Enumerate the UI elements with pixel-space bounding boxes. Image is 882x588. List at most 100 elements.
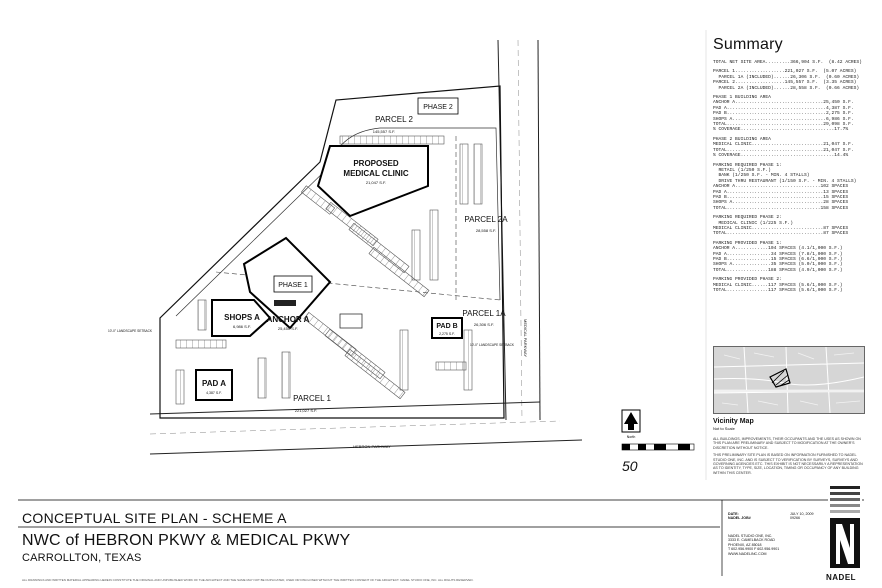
summary-line: % COVERAGE..............................… xyxy=(713,153,849,159)
summary-panel: Summary TOTAL NET SITE AREA.........366,… xyxy=(713,36,875,297)
job-label: NADEL JOB# xyxy=(728,516,751,521)
note-2: THIS PRELIMINARY SITE PLAN IS BASED ON I… xyxy=(713,453,863,475)
label-setback-right: 10'-0" LANDSCAPE SETBACK xyxy=(470,343,515,347)
summary-line: SHOPS A.................................… xyxy=(713,116,854,122)
summary-line: PARKING REQUIRED PHASE 1: xyxy=(713,162,782,168)
summary-line: PAD B................15 SPACES (6.6/1,00… xyxy=(713,257,843,262)
date-value: JULY 10, 2009 xyxy=(790,512,814,516)
copyright-disclaimer: ALL DRAWINGS AND WRITTEN MATERIAL APPEAR… xyxy=(22,578,474,582)
summary-line: RETAIL (1/250 S.F.) xyxy=(713,167,771,173)
label-parcel-1-area: 221,027 S.F. xyxy=(295,408,317,413)
property-boundary xyxy=(159,85,505,419)
label-phase-1: PHASE 1 xyxy=(278,282,308,289)
label-parcel-1: PARCEL 1 xyxy=(293,394,331,403)
site-sign xyxy=(274,300,296,306)
label-clinic-area: 21,047 S.F. xyxy=(366,180,386,185)
summary-line: DRIVE THRU RESTAURANT (1/150 S.F. - MIN.… xyxy=(713,178,857,184)
summary-line: % COVERAGE..............................… xyxy=(713,127,849,133)
summary-line: MEDICAL CLINIC......117 SPACES (5.6/1,00… xyxy=(713,282,843,288)
label-pad-b: PAD B xyxy=(436,323,457,330)
firm-info: NADEL STUDIO ONE, INC. 3333 E. CAMELBACK… xyxy=(728,534,818,556)
label-shops-area: 6,986 S.F. xyxy=(233,324,251,329)
summary-line: TOTAL...............188 SPACES (4.9/1,00… xyxy=(713,267,843,273)
label-parcel-2-area: 145,557 S.F. xyxy=(373,129,395,134)
date-block: DATE: JULY 10, 2009 NADEL JOB# 09266 xyxy=(728,512,818,521)
label-parcel-1a-area: 26,306 S.F. xyxy=(474,322,494,327)
summary-line: PARCEL 1A (INCLUDED)......26,306 S.F. (0… xyxy=(713,74,860,80)
summary-line: TOTAL...................................… xyxy=(713,231,849,237)
summary-line: MEDICAL CLINIC (1/225 S.F.) xyxy=(713,220,793,226)
north-arrow-icon xyxy=(621,409,641,433)
summary-line: PARKING PROVIDED PHASE 2: xyxy=(713,277,782,283)
firm-line: 3333 E. CAMELBACK ROAD xyxy=(728,538,775,543)
summary-line: PHASE 1 BUILDING AREA xyxy=(713,95,771,101)
phase-1-tag xyxy=(273,275,313,293)
summary-line: ANCHOR A...............................1… xyxy=(713,184,849,190)
summary-line: PAD A...................................… xyxy=(713,189,849,195)
summary-spacer xyxy=(713,293,875,297)
label-shops-a: SHOPS A xyxy=(224,313,260,322)
shops-a-building xyxy=(211,299,272,337)
phase-2-tag xyxy=(417,97,459,115)
summary-line: PAD A................34 SPACES (7.8/1,00… xyxy=(713,251,843,257)
vicinity-map xyxy=(713,346,865,414)
pad-a-building xyxy=(195,369,233,401)
nadel-logo-icon xyxy=(828,484,862,572)
medical-parkway-road xyxy=(497,39,541,421)
vicinity-map-graphic xyxy=(714,347,864,413)
label-pad-b-area: 2,275 S.F. xyxy=(439,332,455,336)
parking-stalls xyxy=(175,135,483,405)
date-label: DATE: xyxy=(728,512,739,516)
summary-line: BANK (1/250 S.F. - MIN. 4 STALLS) xyxy=(713,173,810,179)
summary-line: PARKING REQUIRED PHASE 2: xyxy=(713,215,782,221)
project-name: NWC of HEBRON PKWY & MEDICAL PKWY xyxy=(22,532,351,549)
label-anchor-area: 25,450 S.F. xyxy=(278,326,298,331)
label-anchor-a: ANCHOR A xyxy=(267,315,310,324)
drive-thru-canopy xyxy=(339,313,363,329)
summary-line: TOTAL...............117 SPACES (5.6/1,00… xyxy=(713,288,843,294)
summary-line: PARKING PROVIDED PHASE 1: xyxy=(713,240,782,246)
summary-line: PAD A...................................… xyxy=(713,105,854,111)
summary-body: TOTAL NET SITE AREA.........366,904 S.F.… xyxy=(713,60,875,297)
summary-line: PARCEL 2..................145,557 S.F. (… xyxy=(713,80,857,86)
label-setback-left: 10'-0" LANDSCAPE SETBACK xyxy=(108,329,153,333)
firm-line: PHOENIX, AZ 85018 xyxy=(728,542,762,547)
label-phase-2: PHASE 2 xyxy=(423,104,453,111)
firm-line: T 602.956.9900 F 602.956.9901 xyxy=(728,547,780,552)
summary-title: Summary xyxy=(713,36,783,53)
summary-line: ANCHOR A............104 SPACES (4.1/1,00… xyxy=(713,246,843,252)
plan-notes: ALL BUILDINGS, IMPROVEMENTS, THEIR OCCUP… xyxy=(713,437,863,475)
summary-line: PARCEL 1..................221,027 S.F. (… xyxy=(713,69,857,75)
note-1: ALL BUILDINGS, IMPROVEMENTS, THEIR OCCUP… xyxy=(713,437,861,450)
label-parcel-2a-area: 28,558 S.F. xyxy=(476,228,496,233)
date-row: DATE: JULY 10, 2009 xyxy=(728,512,818,516)
summary-line: TOTAL...................................… xyxy=(713,122,854,128)
summary-line: SHOPS A.................................… xyxy=(713,200,849,206)
nadel-logo-text: NADEL xyxy=(826,573,857,582)
label-pad-a: PAD A xyxy=(202,379,226,388)
scale-value: 50 xyxy=(622,458,638,474)
summary-line: TOTAL..................................1… xyxy=(713,205,849,211)
summary-line: PHASE 2 BUILDING AREA xyxy=(713,136,771,142)
label-pad-a-area: 4,387 S.F. xyxy=(206,391,222,395)
job-row: NADEL JOB# 09266 xyxy=(728,516,818,520)
summary-line: TOTAL NET SITE AREA.........366,904 S.F.… xyxy=(713,60,862,65)
pad-b-building xyxy=(431,317,463,339)
summary-line: PAD B...................................… xyxy=(713,194,849,200)
summary-line: TOTAL...................................… xyxy=(713,147,854,153)
summary-line: MEDICAL CLINIC..........................… xyxy=(713,225,849,231)
vicinity-map-title: Vicinity Map xyxy=(713,418,754,425)
job-value: 09266 xyxy=(790,516,800,521)
label-parcel-2: PARCEL 2 xyxy=(375,115,413,124)
summary-line: PAD B...................................… xyxy=(713,111,854,117)
label-parcel-1a: PARCEL 1A xyxy=(462,309,506,318)
project-location: CARROLLTON, TEXAS xyxy=(22,552,142,564)
label-parcel-2a: PARCEL 2A xyxy=(464,215,508,224)
north-label: North xyxy=(627,435,636,439)
summary-line: PARCEL 2A (INCLUDED)......28,558 S.F. (0… xyxy=(713,85,860,91)
summary-line: ANCHOR A................................… xyxy=(713,100,854,106)
sheet-title: CONCEPTUAL SITE PLAN - SCHEME A xyxy=(22,510,287,526)
hebron-parkway-road xyxy=(149,401,583,455)
